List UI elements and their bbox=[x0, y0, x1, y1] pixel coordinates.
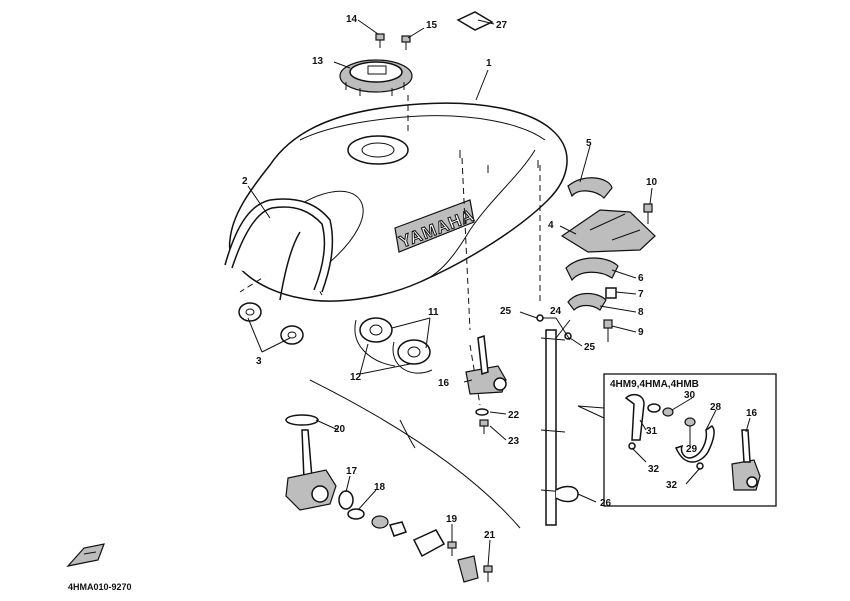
band-12 bbox=[354, 319, 433, 374]
lower-fuel-cock bbox=[285, 429, 337, 511]
callout-13: 13 bbox=[312, 56, 324, 67]
callout-25a: 25 bbox=[500, 306, 512, 317]
callout-16a: 16 bbox=[438, 378, 450, 389]
callout-19: 19 bbox=[446, 514, 458, 525]
callout-5: 5 bbox=[586, 138, 592, 149]
callout-28: 28 bbox=[710, 402, 722, 413]
callout-27: 27 bbox=[496, 20, 508, 31]
tank-rubber-band bbox=[224, 198, 334, 301]
callout-31: 31 bbox=[646, 426, 658, 437]
clamp-26 bbox=[555, 485, 579, 503]
callout-10: 10 bbox=[646, 177, 658, 188]
gasket-17 bbox=[338, 490, 354, 510]
callout-32b: 32 bbox=[666, 480, 678, 491]
o-ring-18 bbox=[347, 508, 365, 520]
damper-8 bbox=[567, 292, 607, 311]
bracket-4 bbox=[560, 209, 656, 253]
o-ring-20 bbox=[285, 414, 319, 426]
callout-16b: 16 bbox=[746, 408, 758, 419]
washer-22 bbox=[475, 408, 489, 416]
section-divider bbox=[309, 379, 521, 529]
callout-6: 6 bbox=[638, 273, 644, 284]
callout-11: 11 bbox=[428, 307, 439, 318]
callout-22: 22 bbox=[508, 410, 520, 421]
damper-6 bbox=[565, 257, 619, 282]
callout-3: 3 bbox=[256, 356, 262, 367]
callout-25b: 25 bbox=[584, 342, 596, 353]
callout-24: 24 bbox=[550, 306, 562, 317]
callout-18: 18 bbox=[374, 482, 386, 493]
callout-29: 29 bbox=[686, 444, 698, 455]
fuel-cap bbox=[339, 59, 413, 96]
callout-2: 2 bbox=[242, 176, 248, 187]
front-direction-arrow-icon bbox=[66, 543, 105, 567]
callout-1: 1 bbox=[486, 58, 492, 69]
callout-20: 20 bbox=[334, 424, 346, 435]
callout-14: 14 bbox=[346, 14, 358, 25]
callout-26: 26 bbox=[600, 498, 612, 509]
bracket-5 bbox=[567, 177, 613, 199]
callout-17: 17 bbox=[346, 466, 358, 477]
callout-9: 9 bbox=[638, 327, 644, 338]
inset-title: 4HM9,4HMA,4HMB bbox=[610, 379, 699, 390]
screw-23 bbox=[479, 419, 489, 434]
collar-7 bbox=[605, 287, 617, 299]
bolt-15 bbox=[401, 35, 411, 50]
callout-12: 12 bbox=[350, 372, 362, 383]
drawing-code: 4HMA010-9270 bbox=[68, 582, 132, 592]
damper-11a bbox=[359, 317, 393, 343]
screw-21 bbox=[483, 565, 493, 582]
breather-hose bbox=[540, 319, 571, 526]
bolt-14 bbox=[375, 33, 385, 48]
callout-8: 8 bbox=[638, 307, 644, 318]
damper-3a bbox=[238, 302, 262, 322]
callout-21: 21 bbox=[484, 530, 496, 541]
lower-parts-chain bbox=[371, 515, 446, 558]
callout-numbers: 1 2 3 4 5 6 7 8 9 10 11 12 13 14 15 16 1… bbox=[242, 14, 758, 541]
callout-30: 30 bbox=[684, 390, 696, 401]
screw-19 bbox=[447, 541, 457, 556]
filler-opening bbox=[347, 135, 409, 165]
bolt-10 bbox=[643, 203, 653, 224]
callout-15: 15 bbox=[426, 20, 438, 31]
fuel-cock bbox=[465, 334, 507, 395]
damper-11b bbox=[397, 339, 431, 365]
bolt-9 bbox=[603, 319, 613, 342]
label-sheet bbox=[456, 11, 494, 31]
leader-lines bbox=[247, 19, 751, 567]
callout-7: 7 bbox=[638, 289, 644, 300]
lever-knob bbox=[457, 555, 479, 583]
callout-23: 23 bbox=[508, 436, 520, 447]
callout-32a: 32 bbox=[648, 464, 660, 475]
callout-4: 4 bbox=[548, 220, 554, 231]
